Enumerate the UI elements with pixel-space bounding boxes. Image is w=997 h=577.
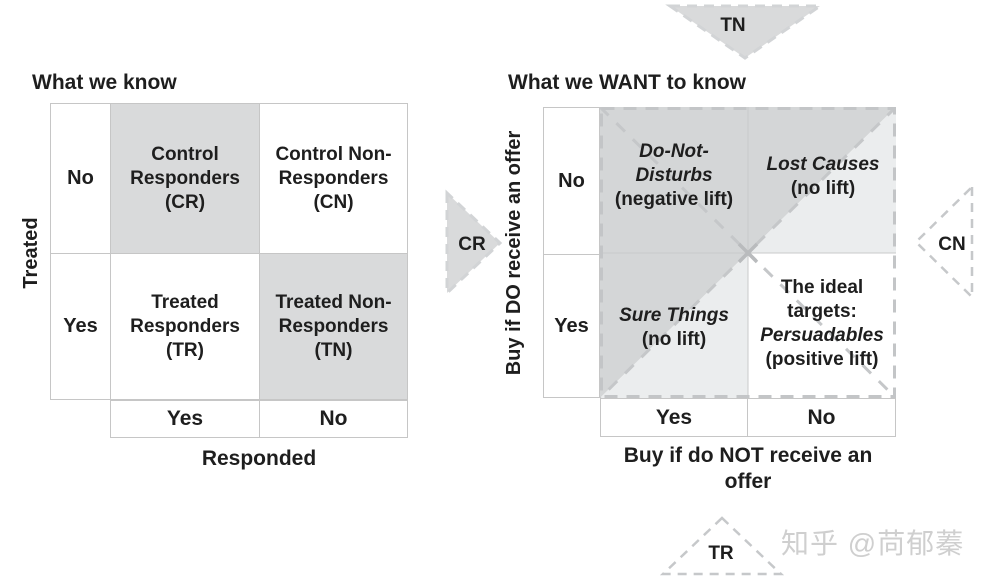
cell-treated-responders: Treated Responders (TR) xyxy=(111,254,259,399)
right-row-label-yes: Yes xyxy=(544,255,599,397)
right-panel-title: What we WANT to know xyxy=(508,71,746,94)
cell-do-not-disturbs: Do-Not- Disturbs (negative lift) xyxy=(602,140,746,212)
cell-persuadables: The ideal targets: Persuadables (positiv… xyxy=(748,276,896,372)
cell-control-responders: Control Responders (CR) xyxy=(111,104,259,253)
cell-text: Control Non- Responders (CN) xyxy=(275,143,392,213)
segment-note: (no lift) xyxy=(790,178,856,199)
segment-prefix: The ideal targets: xyxy=(780,277,864,322)
segment-name: Do-Not- Disturbs xyxy=(635,141,713,186)
right-row-label-no: No xyxy=(544,108,599,254)
left-row-label-no: No xyxy=(51,104,110,253)
cn-arrow-label: CN xyxy=(938,234,966,255)
segment-name: Persuadables xyxy=(760,325,884,346)
col-label-text: No xyxy=(807,405,836,429)
zhihu-watermark: 知乎 @苘郁蓁 xyxy=(781,528,965,559)
col-label-text: Yes xyxy=(655,405,693,429)
right-column-labels: Yes No xyxy=(600,398,896,437)
cell-control-non-responders: Control Non- Responders (CN) xyxy=(260,104,407,253)
left-col-label-no: No xyxy=(260,401,407,437)
cell-lost-causes: Lost Causes (no lift) xyxy=(750,153,896,201)
tr-arrow-label: TR xyxy=(708,543,734,564)
row-label-text: Yes xyxy=(63,315,98,337)
left-column-labels: Yes No xyxy=(110,400,408,438)
cell-treated-non-responders: Treated Non- Responders (TN) xyxy=(260,254,407,399)
row-label-text: No xyxy=(67,167,94,189)
cell-text: Control Responders (CR) xyxy=(130,143,240,213)
center-cross-marker xyxy=(737,242,759,264)
left-x-axis-label: Responded xyxy=(201,447,317,470)
cell-text: Treated Responders (TR) xyxy=(130,291,240,361)
left-y-axis-label: Treated xyxy=(20,217,42,289)
left-col-label-yes: Yes xyxy=(111,401,259,437)
right-x-axis-label: Buy if do NOT receive an offer xyxy=(623,444,873,493)
left-row-label-yes: Yes xyxy=(51,254,110,399)
segment-name: Lost Causes xyxy=(766,154,880,175)
segment-note: (negative lift) xyxy=(614,189,734,210)
right-col-label-yes: Yes xyxy=(601,399,747,436)
cell-text: Treated Non- Responders (TN) xyxy=(275,291,392,361)
tn-arrow-label: TN xyxy=(720,15,746,36)
segment-note: (no lift) xyxy=(641,329,707,350)
col-label-text: Yes xyxy=(166,407,204,430)
col-label-text: No xyxy=(319,407,348,430)
right-col-label-no: No xyxy=(748,399,895,436)
cr-arrow-label: CR xyxy=(458,234,486,255)
row-label-text: Yes xyxy=(554,314,589,337)
right-row-labels: No Yes xyxy=(543,107,600,398)
cell-sure-things: Sure Things (no lift) xyxy=(602,304,746,352)
segment-note: (positive lift) xyxy=(765,349,879,370)
left-panel-title: What we know xyxy=(32,71,177,94)
row-label-text: No xyxy=(558,169,585,192)
right-y-axis-label: Buy if DO receive an offer xyxy=(503,130,525,376)
segment-name: Sure Things xyxy=(619,305,729,326)
left-matrix: No Control Responders (CR) Control Non- … xyxy=(50,103,408,400)
